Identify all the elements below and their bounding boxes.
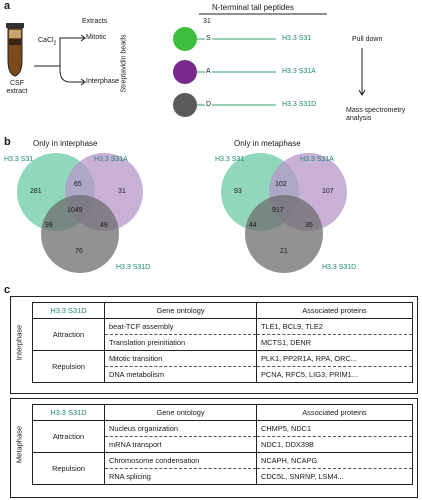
proteins-cell: PLK1, PP2R1A, RPA, ORC... (256, 350, 413, 367)
venn2-count-s31a-s31d: 35 (305, 222, 313, 229)
peptides-title: N-terminal tail peptides (212, 3, 294, 12)
interphase-phase-label: Interphase (14, 324, 24, 361)
table-row: Attraction beat-TCF assembly TLE1, BCL9,… (32, 318, 413, 351)
bead-s31 (173, 27, 197, 51)
residue-s: S (205, 35, 212, 42)
venn2-count-all: 917 (272, 207, 284, 214)
table-row: Attraction Nucleus organization CHMP5, N… (32, 420, 413, 453)
ontology-cell: Chromosome condensation (104, 452, 257, 469)
venn1-count-s31d-only: 76 (75, 248, 83, 255)
peptides-title-bracket (199, 13, 327, 15)
venn1-count-s31a-only: 31 (118, 188, 126, 195)
category-attraction: Attraction (32, 420, 105, 453)
interphase-label: Interphase (86, 78, 120, 85)
venn2-count-s31-s31d: 44 (249, 222, 257, 229)
table-row: Repulsion Mitotic transition PLK1, PP2R1… (32, 350, 413, 383)
proteins-cell: NDC1, DDX39B (256, 436, 413, 453)
pull-down-label: Pull down (352, 36, 383, 43)
peptide-name-s31d: H3.3 S31D (282, 101, 317, 108)
interphase-table-frame (10, 296, 418, 394)
mitotic-label: Mitotic (86, 34, 107, 41)
peptide-name-s31a: H3.3 S31A (282, 68, 316, 75)
table-header-peptide: H3.3 S31D (32, 302, 105, 319)
residue-a: A (205, 68, 212, 75)
mass-spec-label: Mass spectrometry analysis (346, 107, 406, 122)
interphase-ontology-table: H3.3 S31D Gene ontology Associated prote… (32, 302, 413, 383)
extracts-label: Extracts (82, 18, 108, 25)
table-header-proteins: Associated proteins (256, 404, 413, 421)
ontology-cell: mRNA transport (104, 436, 257, 453)
venn2-label-s31: H3.3 S31 (215, 156, 245, 163)
venn2-count-s31-s31a: 102 (275, 181, 287, 188)
csf-tube-icon (6, 23, 24, 77)
table-header-peptide: H3.3 S31D (32, 404, 105, 421)
venn2-label-s31a: H3.3 S31A (300, 156, 334, 163)
table-row: Repulsion Chromosome condensation NCAPH,… (32, 452, 413, 485)
ontology-cell: RNA splicing (104, 468, 257, 485)
venn1-count-s31-only: 281 (30, 188, 42, 195)
metaphase-phase-label: Metaphase (14, 425, 24, 464)
cacl2-label: CaCl2 (38, 37, 57, 47)
table-row: DNA metabolism PCNA, RFC5, LIG3, PRIM1..… (33, 366, 413, 383)
extract-arrows (34, 34, 86, 86)
category-repulsion: Repulsion (32, 452, 105, 485)
venn-metaphase-title: Only in metaphase (234, 139, 301, 148)
table-header-proteins: Associated proteins (256, 302, 413, 319)
table-header-ontology: Gene ontology (104, 404, 257, 421)
venn1-count-s31a-s31d: 49 (100, 222, 108, 229)
proteins-cell: CHMP5, NDC1 (256, 420, 413, 437)
proteins-cell: TLE1, BCL9, TLE2 (256, 318, 413, 335)
table-header-ontology: Gene ontology (104, 302, 257, 319)
panel-b-label: b (4, 136, 11, 148)
venn1-label-s31a: H3.3 S31A (94, 156, 128, 163)
proteins-cell: MCTS1, DENR (256, 334, 413, 351)
panel-a-label: a (4, 0, 11, 12)
ontology-cell: beat-TCF assembly (104, 318, 257, 335)
category-repulsion: Repulsion (32, 350, 105, 383)
table-row: RNA splicing CDC5L, SNRNP, LSM4... (33, 468, 413, 485)
venn-metaphase (221, 153, 347, 273)
metaphase-ontology-table: H3.3 S31D Gene ontology Associated prote… (32, 404, 413, 485)
ontology-cell: Mitotic transition (104, 350, 257, 367)
bead-s31d (173, 93, 197, 117)
proteins-cell: PCNA, RFC5, LIG3, PRIM1... (256, 366, 413, 383)
venn-interphase-title: Only in interphase (33, 139, 98, 148)
peptide-name-s31: H3.3 S31 (282, 35, 312, 42)
venn-set-s31d (41, 195, 119, 273)
panel-c-label: c (4, 284, 11, 296)
ontology-cell: DNA metabolism (104, 366, 257, 383)
bead-s31a (173, 60, 197, 84)
venn2-label-s31d: H3.3 S31D (322, 264, 357, 271)
venn1-label-s31d: H3.3 S31D (116, 264, 151, 271)
pull-down-arrow (358, 48, 366, 96)
venn-interphase (17, 153, 143, 273)
ontology-cell: Translation preinitiation (104, 334, 257, 351)
venn2-count-s31a-only: 107 (322, 188, 334, 195)
table-header-row: H3.3 S31D Gene ontology Associated prote… (32, 302, 413, 319)
venn1-label-s31: H3.3 S31 (4, 156, 34, 163)
proteins-cell: NCAPH, NCAPG (256, 452, 413, 469)
venn1-count-s31-s31a: 65 (74, 181, 82, 188)
ontology-cell: Nucleus organization (104, 420, 257, 437)
proteins-cell: CDC5L, SNRNP, LSM4... (256, 468, 413, 485)
metaphase-table-frame (10, 398, 418, 498)
residue-d: D (205, 101, 213, 108)
residue-number: 31 (203, 18, 211, 25)
csf-extract-label: CSF extract (6, 80, 28, 95)
venn1-count-s31-s31d: 99 (45, 222, 53, 229)
venn2-count-s31-only: 93 (234, 188, 242, 195)
venn2-set-s31d (245, 195, 323, 273)
venn2-count-s31d-only: 21 (280, 248, 288, 255)
table-header-row: H3.3 S31D Gene ontology Associated prote… (32, 404, 413, 421)
venn1-count-all: 1049 (67, 207, 83, 214)
streptavidin-beads-label: Streptavidin beads (120, 34, 128, 93)
category-attraction: Attraction (32, 318, 105, 351)
